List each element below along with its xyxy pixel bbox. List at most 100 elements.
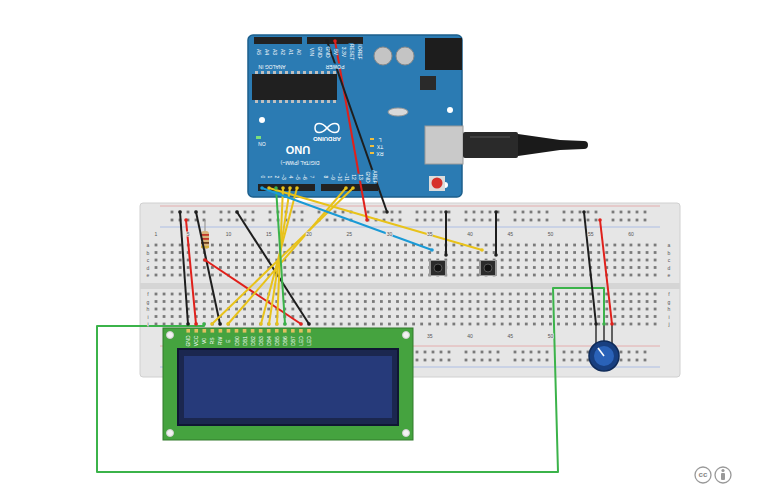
- jumper-wire: [262, 188, 432, 250]
- breadboard-hole: [364, 266, 367, 269]
- breadboard-hole: [251, 315, 254, 318]
- breadboard-hole: [565, 293, 568, 296]
- breadboard-hole: [622, 308, 625, 311]
- breadboard-hole: [581, 293, 584, 296]
- breadboard-hole: [501, 274, 504, 277]
- column-number: 40: [467, 334, 474, 339]
- row-letter: d: [667, 265, 671, 270]
- breadboard-hole: [613, 308, 616, 311]
- breadboard-hole: [424, 359, 427, 362]
- breadboard-hole: [565, 251, 568, 254]
- mounting-hole: [403, 332, 410, 339]
- breadboard-hole: [364, 251, 367, 254]
- pin-label: ~10: [337, 172, 342, 181]
- lcd-pin: [251, 329, 255, 333]
- mounting-hole: [167, 430, 174, 437]
- breadboard-hole: [597, 259, 600, 262]
- breadboard-hole: [420, 274, 423, 277]
- breadboard-hole: [179, 293, 182, 296]
- pin-label: A1: [288, 48, 293, 55]
- breadboard-hole: [291, 266, 294, 269]
- breadboard-hole: [155, 308, 158, 311]
- breadboard-hole: [573, 259, 576, 262]
- breadboard-hole: [340, 259, 343, 262]
- lcd-pin: [227, 329, 231, 333]
- wire-end: [333, 39, 337, 43]
- breadboard-hole: [501, 266, 504, 269]
- pin-label: RW: [218, 336, 223, 345]
- breadboard-hole: [155, 293, 158, 296]
- breadboard-hole: [356, 274, 359, 277]
- breadboard-hole: [557, 315, 560, 318]
- breadboard-hole: [380, 259, 383, 262]
- breadboard-hole: [219, 323, 222, 326]
- wire-end: [307, 322, 311, 326]
- breadboard-hole: [461, 274, 464, 277]
- breadboard-hole: [573, 300, 576, 303]
- breadboard-hole: [308, 259, 311, 262]
- wire-end: [203, 258, 207, 262]
- breadboard-hole: [581, 274, 584, 277]
- wire-end: [444, 253, 448, 257]
- breadboard-hole: [291, 308, 294, 311]
- pin-label: 12: [351, 174, 356, 181]
- breadboard-hole: [388, 266, 391, 269]
- pin-label: ~11: [344, 172, 349, 181]
- breadboard-hole: [195, 211, 198, 214]
- breadboard-hole: [252, 211, 255, 214]
- column-number: 45: [507, 232, 514, 237]
- wire-end: [275, 322, 279, 326]
- breadboard-hole: [340, 251, 343, 254]
- jumper-wire: [261, 188, 297, 324]
- breadboard-hole: [404, 274, 407, 277]
- breadboard-hole: [541, 293, 544, 296]
- breadboard-hole: [628, 359, 631, 362]
- pushbutton-cap: [484, 264, 492, 272]
- breadboard-hole: [461, 308, 464, 311]
- breadboard-hole: [538, 211, 541, 214]
- pin-label: GND: [325, 46, 330, 58]
- breadboard-hole: [549, 308, 552, 311]
- breadboard-hole: [412, 293, 415, 296]
- breadboard-hole: [557, 244, 560, 247]
- pin-label: LED: [306, 336, 311, 347]
- pin-label: 13: [358, 174, 363, 181]
- breadboard-hole: [638, 323, 641, 326]
- wire-end: [260, 186, 264, 190]
- breadboard-hole: [227, 323, 230, 326]
- breadboard-hole: [477, 251, 480, 254]
- breadboard-hole: [444, 315, 447, 318]
- pin-label: ~5: [295, 174, 300, 181]
- breadboard-hole: [163, 315, 166, 318]
- pin-label: DB3: [258, 336, 263, 347]
- breadboard-hole: [571, 219, 574, 222]
- breadboard-hole: [546, 359, 549, 362]
- breadboard-hole: [573, 308, 576, 311]
- breadboard-hole: [356, 315, 359, 318]
- breadboard-hole: [227, 300, 230, 303]
- breadboard-hole: [538, 351, 541, 354]
- breadboard-hole: [372, 259, 375, 262]
- breadboard-hole: [267, 251, 270, 254]
- breadboard-hole: [509, 266, 512, 269]
- breadboard-hole: [171, 251, 174, 254]
- breadboard-hole: [563, 219, 566, 222]
- breadboard-hole: [597, 308, 600, 311]
- breadboard-hole: [533, 259, 536, 262]
- pin-label: RS: [210, 337, 215, 345]
- breadboard-hole: [522, 219, 525, 222]
- breadboard-hole: [293, 219, 296, 222]
- breadboard-hole: [622, 251, 625, 254]
- chip-pin: [315, 71, 318, 74]
- breadboard-hole: [613, 259, 616, 262]
- chip-pin: [279, 71, 282, 74]
- pin-label: 8: [323, 175, 328, 179]
- attribution-icon: [715, 467, 731, 483]
- breadboard-hole: [340, 293, 343, 296]
- breadboard-hole: [219, 244, 222, 247]
- breadboard-hole: [654, 308, 657, 311]
- wire-end: [184, 218, 188, 222]
- column-number: 55: [587, 232, 594, 237]
- breadboard-hole: [573, 244, 576, 247]
